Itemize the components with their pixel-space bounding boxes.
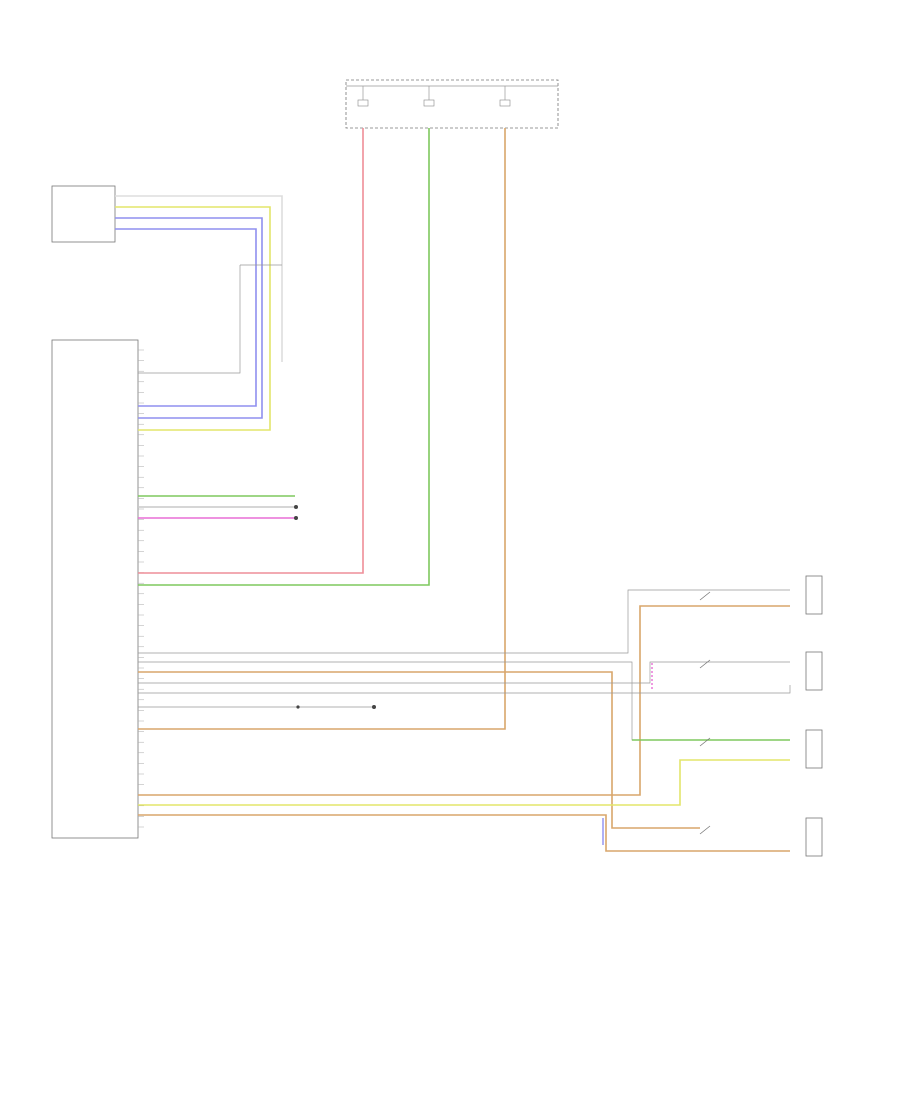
wire-spk-gray1	[138, 589, 790, 654]
module-pin-ticks	[138, 349, 144, 828]
audio-unit	[51, 185, 116, 243]
fuse-1-symbol	[357, 99, 369, 107]
wire-audio-blue-2	[115, 228, 257, 407]
ground	[138, 705, 376, 709]
wire-spk-gray4	[138, 685, 791, 694]
control-module	[51, 339, 139, 839]
antenna-wires	[138, 495, 298, 520]
speaker-switches	[699, 591, 711, 835]
wire-spk1-orange	[138, 671, 700, 829]
wire-spk-yellow	[138, 759, 790, 806]
wire-audio-white	[115, 195, 283, 362]
fuse-2-symbol	[423, 99, 435, 107]
antenna-connector-1	[294, 505, 298, 509]
wire-spk-gray3	[138, 661, 790, 684]
antenna-connector-2	[294, 516, 298, 520]
ground-icon	[372, 705, 376, 709]
wire-spk-orange3	[138, 814, 790, 852]
wire-spk-orange2	[138, 605, 790, 796]
wire-audio-gray	[138, 265, 241, 374]
fuse-junction-box	[345, 79, 559, 129]
speaker-4	[805, 817, 823, 857]
wire-green-power	[138, 128, 430, 586]
audio-unit-wires	[115, 195, 283, 431]
wire-red-power	[138, 128, 364, 574]
speaker-wires	[138, 589, 791, 852]
fuse-3-symbol	[499, 99, 511, 107]
wire-audio-blue-1	[115, 217, 263, 419]
wire-orange-main	[138, 128, 506, 730]
speaker-3	[805, 729, 823, 769]
speaker-1	[805, 575, 823, 615]
wire-audio-yellow	[115, 206, 271, 431]
speaker-2	[805, 651, 823, 691]
